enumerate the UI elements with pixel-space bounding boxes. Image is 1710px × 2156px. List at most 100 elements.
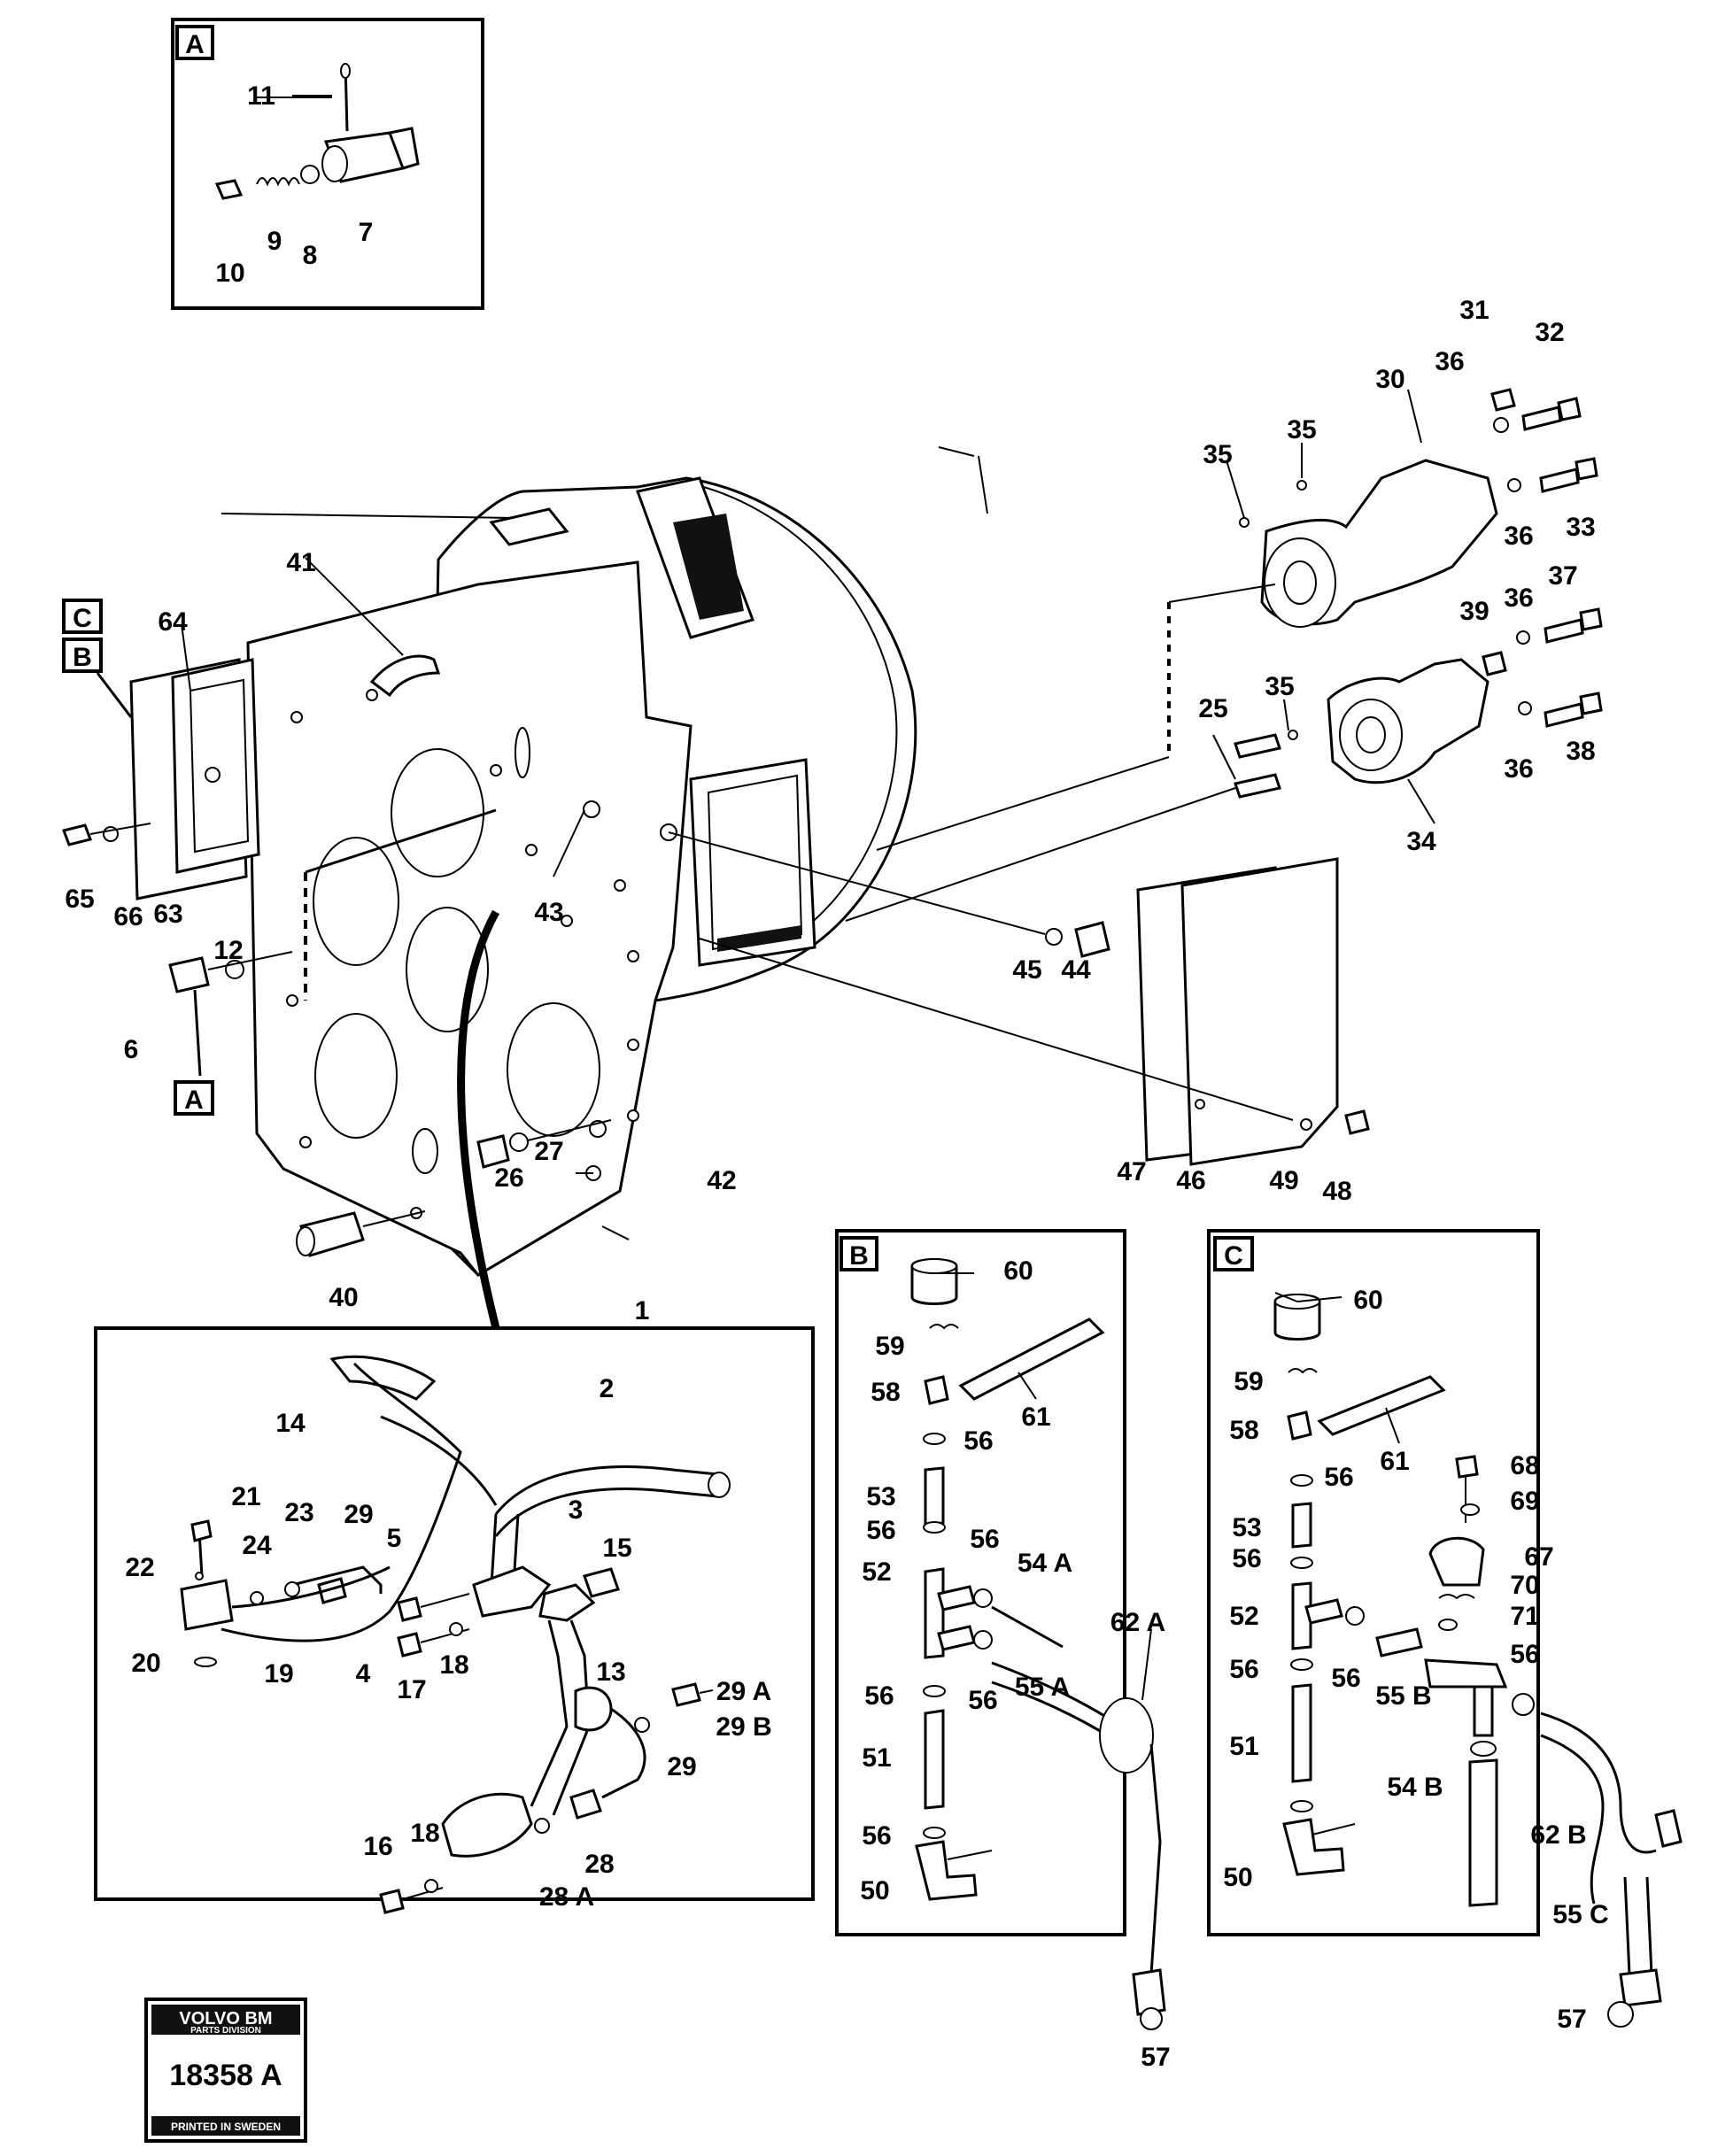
detail-b-letter: B — [849, 1241, 869, 1271]
label-b54A: 54 A — [1017, 1549, 1072, 1578]
label-b56f: 56 — [862, 1821, 891, 1851]
detail-c-parts — [1273, 1294, 1683, 2028]
label-c68: 68 — [1510, 1451, 1539, 1480]
fitting-6-12 — [168, 951, 293, 1077]
label-c53: 53 — [1232, 1513, 1261, 1542]
callout-c: C — [62, 599, 103, 634]
cover-plate-63-64 — [62, 658, 260, 900]
label-24: 24 — [242, 1531, 272, 1560]
label-c56b: 56 — [1232, 1544, 1261, 1573]
label-b56c: 56 — [970, 1525, 999, 1554]
leader-lines — [181, 95, 1435, 1860]
label-b56d: 56 — [864, 1681, 894, 1711]
label-c71: 71 — [1510, 1602, 1539, 1631]
label-8: 8 — [303, 241, 318, 270]
label-29b: 29 — [667, 1752, 696, 1781]
label-36a: 36 — [1435, 347, 1464, 376]
label-42: 42 — [707, 1166, 736, 1195]
label-b52: 52 — [862, 1557, 891, 1587]
label-46: 46 — [1176, 1166, 1205, 1195]
svg-text:A: A — [184, 1086, 204, 1115]
label-c50: 50 — [1223, 1863, 1252, 1892]
label-2: 2 — [600, 1374, 615, 1403]
label-b62A: 62 A — [1110, 1608, 1165, 1637]
flywheel-housing — [246, 476, 917, 1330]
label-26: 26 — [494, 1163, 523, 1193]
label-36c: 36 — [1504, 583, 1533, 613]
label-20: 20 — [131, 1649, 160, 1678]
label-c56e: 56 — [1331, 1664, 1360, 1693]
label-38: 38 — [1566, 737, 1595, 766]
label-17: 17 — [397, 1675, 426, 1704]
label-25: 25 — [1198, 694, 1227, 723]
label-c56a: 56 — [1324, 1463, 1353, 1492]
label-c55C: 55 C — [1552, 1900, 1608, 1929]
label-39: 39 — [1459, 597, 1489, 626]
label-14: 14 — [275, 1409, 306, 1438]
label-c58: 58 — [1229, 1416, 1258, 1445]
label-36d: 36 — [1504, 754, 1533, 784]
plug-40 — [296, 1210, 426, 1257]
label-4: 4 — [356, 1659, 371, 1688]
label-b50: 50 — [860, 1876, 889, 1905]
label-27: 27 — [534, 1137, 563, 1166]
cover-plate-46-47 — [699, 857, 1370, 1166]
detail-a-parts — [214, 63, 420, 200]
stamp-printed: PRINTED IN SWEDEN — [171, 2121, 281, 2133]
label-29A: 29 A — [716, 1677, 771, 1706]
label-28: 28 — [584, 1850, 614, 1879]
lower-left-detail-frame — [94, 1326, 815, 1901]
label-c55B: 55 B — [1375, 1681, 1431, 1711]
bearing-bracket-30 — [1168, 459, 1498, 628]
parts-division-stamp: VOLVO BM PARTS DIVISION 18358 A PRINTED … — [144, 1998, 307, 2143]
callout-a: A — [174, 1080, 214, 1116]
label-3: 3 — [569, 1495, 584, 1525]
label-33: 33 — [1566, 513, 1595, 542]
label-32: 32 — [1535, 318, 1564, 347]
label-34: 34 — [1406, 827, 1436, 856]
label-b56a: 56 — [963, 1426, 993, 1456]
label-c56c: 56 — [1510, 1640, 1539, 1669]
label-35b: 35 — [1203, 440, 1232, 469]
label-7: 7 — [359, 218, 374, 247]
label-35a: 35 — [1287, 415, 1316, 444]
label-30: 30 — [1375, 365, 1404, 394]
label-19: 19 — [264, 1659, 293, 1688]
label-35c: 35 — [1265, 672, 1294, 701]
label-c70: 70 — [1510, 1571, 1539, 1600]
label-64: 64 — [158, 607, 188, 637]
label-b59: 59 — [875, 1332, 904, 1361]
label-b51: 51 — [862, 1743, 891, 1773]
label-c62B: 62 B — [1530, 1820, 1586, 1850]
detail-b-parts — [910, 1258, 1166, 2030]
label-41: 41 — [286, 548, 315, 577]
label-16: 16 — [363, 1832, 392, 1861]
stamp-brand: VOLVO BM — [179, 2009, 272, 2028]
label-47: 47 — [1117, 1157, 1146, 1186]
label-c69: 69 — [1510, 1487, 1539, 1516]
bearing-bracket-34 — [1327, 658, 1489, 784]
label-6: 6 — [124, 1035, 139, 1064]
label-5: 5 — [387, 1524, 402, 1553]
detail-c-letter: C — [1224, 1241, 1243, 1271]
label-49: 49 — [1269, 1166, 1298, 1195]
label-65: 65 — [65, 885, 94, 914]
label-c52: 52 — [1229, 1602, 1258, 1631]
label-c60: 60 — [1353, 1286, 1382, 1315]
label-29B: 29 B — [716, 1712, 771, 1742]
label-1: 1 — [635, 1296, 650, 1325]
label-b53: 53 — [866, 1482, 895, 1511]
label-15: 15 — [602, 1534, 631, 1563]
plug-44-45 — [668, 831, 1110, 958]
label-b58: 58 — [870, 1378, 900, 1407]
label-13: 13 — [596, 1658, 625, 1687]
detail-a-letter: A — [185, 30, 205, 59]
label-44: 44 — [1061, 955, 1091, 985]
label-28A: 28 A — [539, 1882, 594, 1912]
label-11: 11 — [247, 81, 275, 111]
label-18b: 18 — [410, 1819, 439, 1848]
label-29a: 29 — [344, 1500, 373, 1529]
label-b56e: 56 — [968, 1686, 997, 1715]
label-c67: 67 — [1524, 1542, 1553, 1572]
label-9: 9 — [267, 227, 282, 256]
